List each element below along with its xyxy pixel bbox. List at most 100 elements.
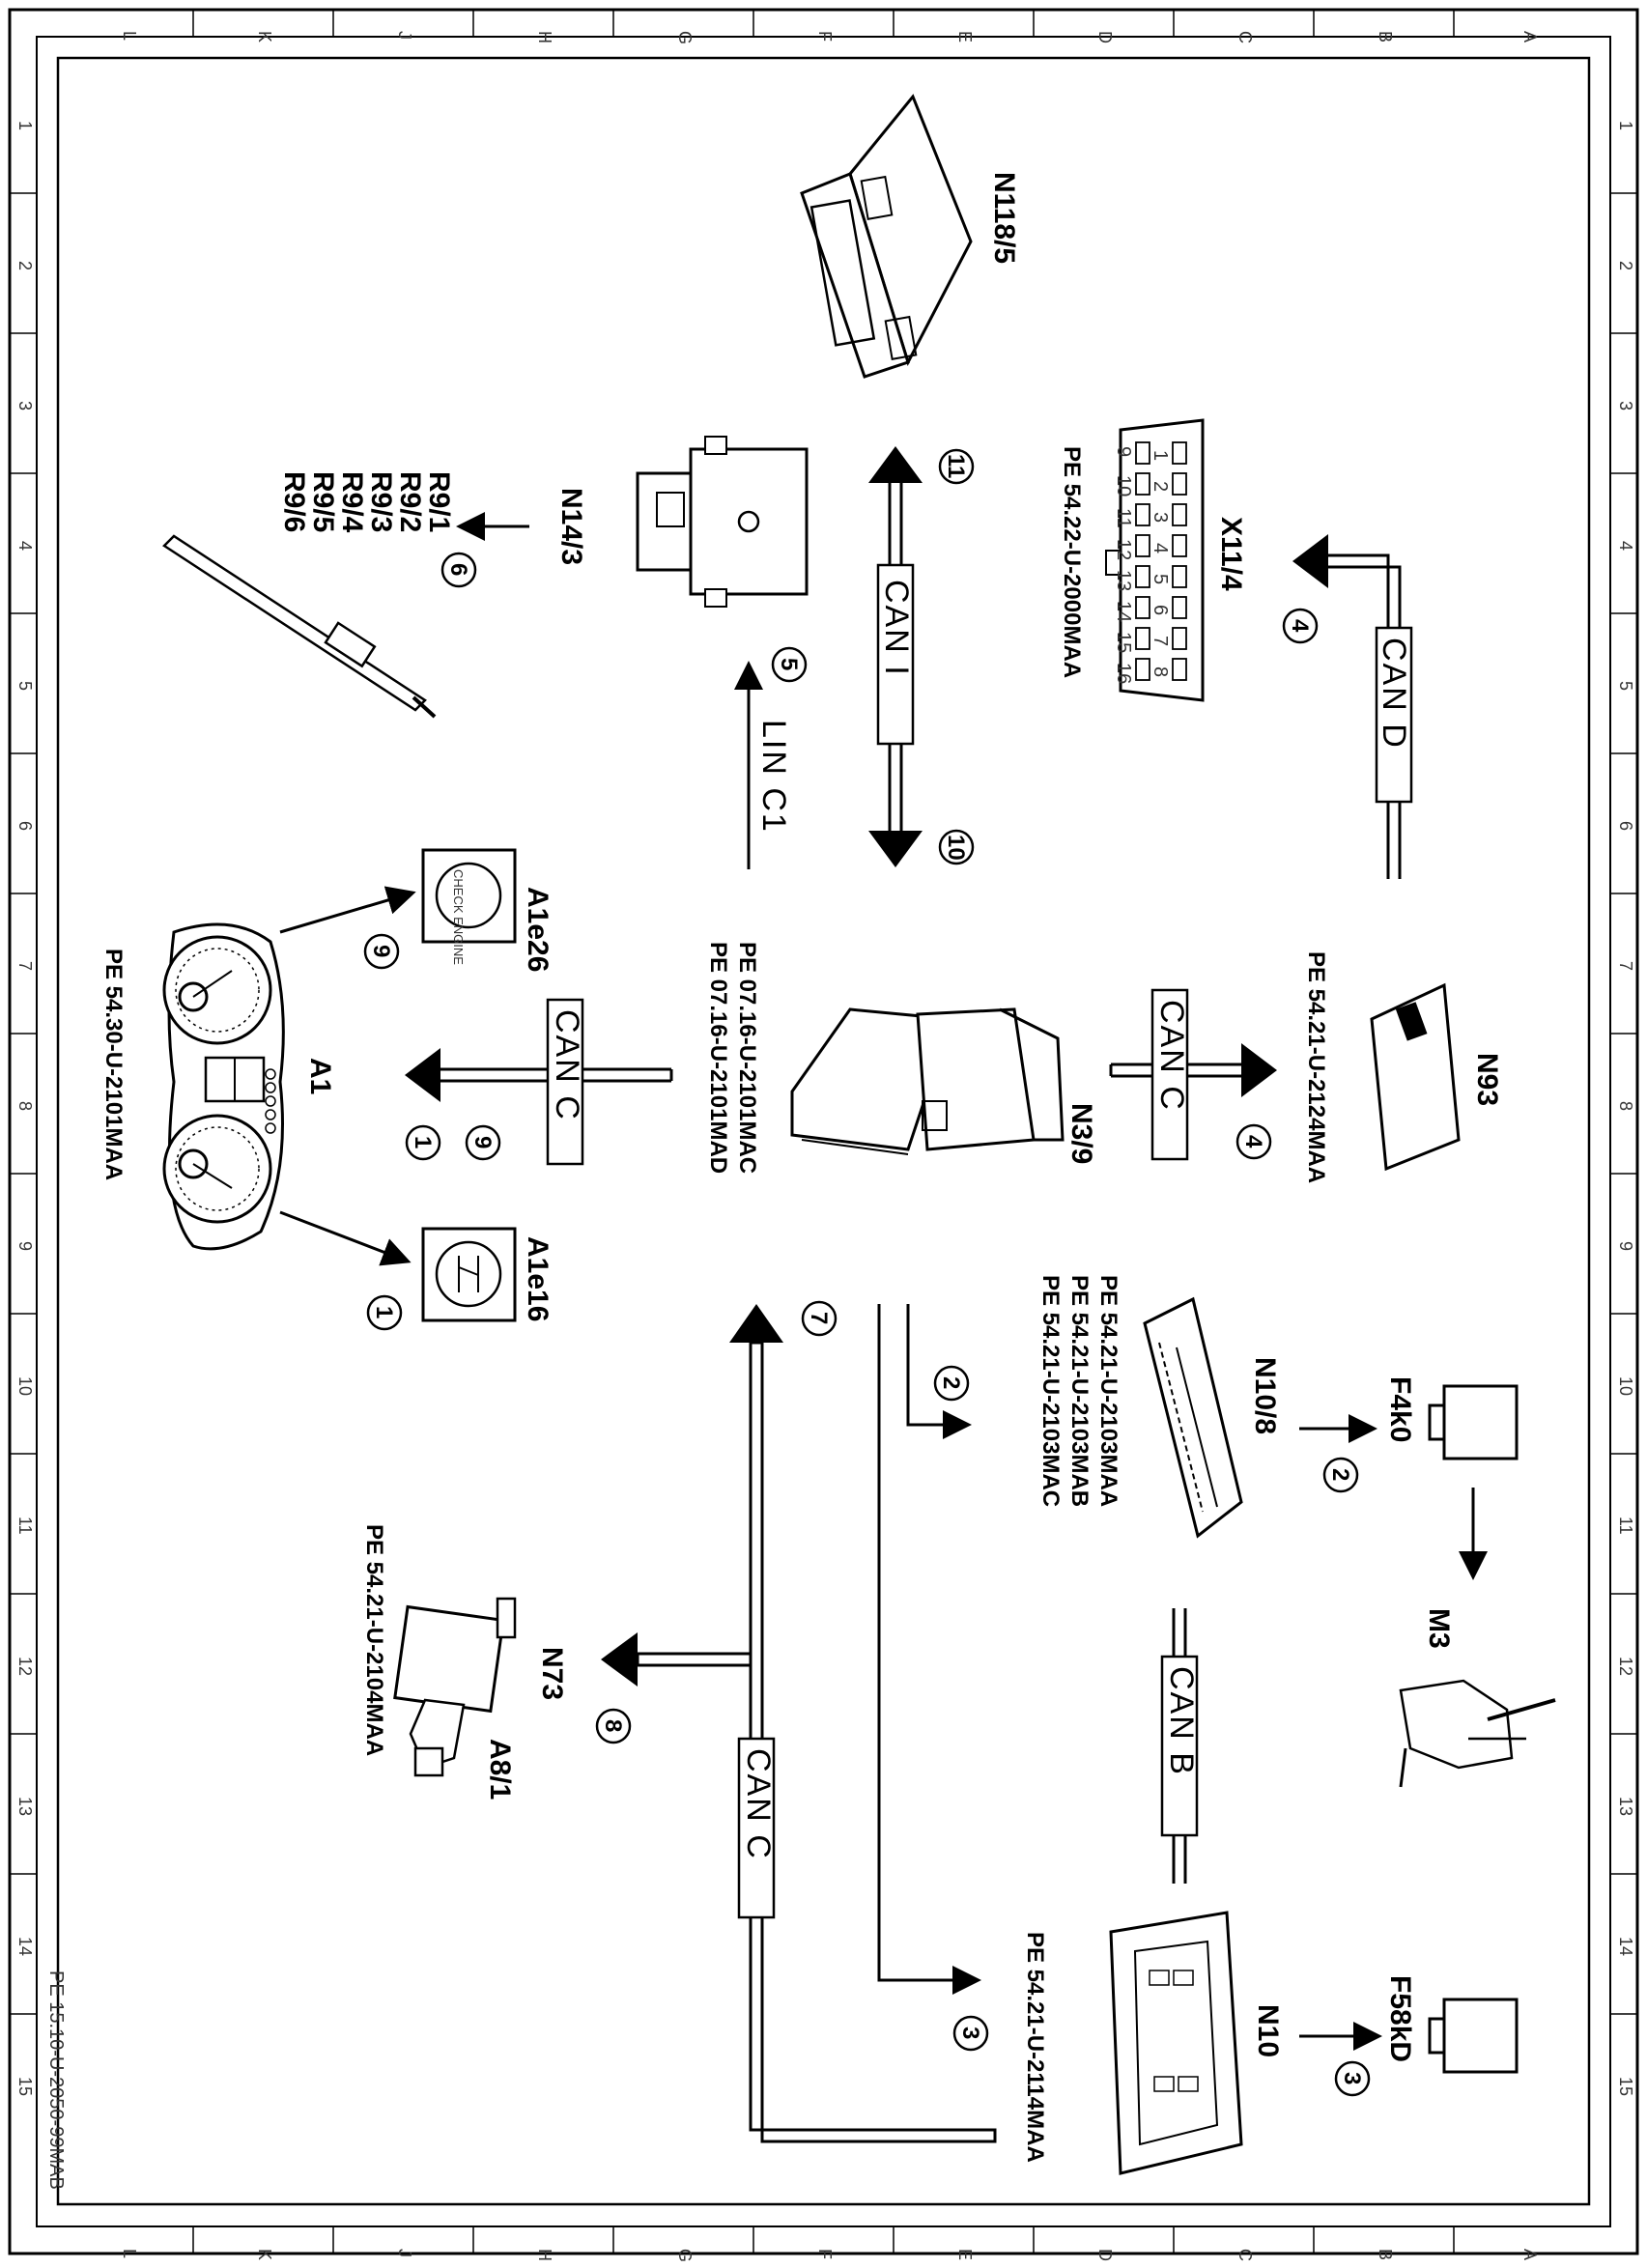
callout-circle — [1334, 2060, 1371, 2097]
n3-9-reference-b: PE 07.16-U-2101MAD — [705, 942, 731, 1174]
grid-number: 10 — [1616, 1376, 1635, 1396]
callout-number: 1 — [410, 1136, 436, 1148]
pin-number: 14 — [1113, 601, 1134, 622]
grid-letter: K — [255, 2249, 274, 2260]
callout-number: 7 — [806, 1312, 832, 1324]
grid-number: 12 — [1616, 1657, 1635, 1676]
x11-4-pin-numbers: 1 2 3 4 5 6 7 8 9 10 11 12 13 14 15 16 — [1113, 446, 1171, 684]
r9-glow-plug — [162, 534, 437, 719]
n14-3-label: N14/3 — [555, 488, 587, 565]
f4k0-label: F4k0 — [1384, 1376, 1416, 1442]
r9-2-label: R9/2 — [394, 471, 426, 532]
grid-letter: A — [1520, 31, 1540, 43]
grid-number: 5 — [1616, 681, 1635, 691]
pin-number: 5 — [1150, 574, 1171, 584]
pin-number: 3 — [1150, 512, 1171, 523]
grid-number: 7 — [1616, 961, 1635, 971]
grid-letter: D — [1095, 2249, 1115, 2261]
grid-letters-top: L K J H G F E D C B A — [120, 31, 1540, 44]
can-c-bottom-bus — [601, 1304, 997, 2143]
callout-number: 1 — [371, 1306, 397, 1318]
pin-number: 8 — [1150, 666, 1171, 677]
check-engine-text: CHECK ENGINE — [451, 869, 466, 965]
n73-reference: PE 54.21-U-2104MAA — [361, 1524, 387, 1756]
r9-3-label: R9/3 — [365, 471, 397, 532]
a1e26-label: A1e26 — [522, 887, 554, 972]
grid-letter: H — [535, 2249, 554, 2261]
can-d-bus — [1292, 534, 1413, 879]
callout-circle — [933, 1365, 970, 1402]
n10-8-reference-b: PE 54.21-U-2103MAB — [1066, 1275, 1093, 1507]
grid-number: 3 — [15, 401, 35, 411]
callout-circle — [440, 552, 477, 588]
pin-number: 13 — [1113, 570, 1134, 591]
grid-number: 5 — [15, 681, 35, 691]
callout-circle — [363, 933, 400, 970]
n10-branch-line — [877, 1304, 966, 1982]
can-d-label: CAN D — [1376, 638, 1412, 750]
r9-5-label: R9/5 — [307, 471, 339, 532]
f58kd-label: F58kD — [1384, 1975, 1416, 2062]
grid-number: 2 — [15, 261, 35, 270]
callout-number: 3 — [1339, 2072, 1365, 2084]
callout-circle — [1282, 608, 1319, 644]
n73-ignition-switch — [393, 1597, 517, 1777]
pin-number: 9 — [1113, 446, 1134, 457]
can-c-left-bus — [405, 998, 673, 1166]
can-c-top-label: CAN C — [1153, 1000, 1190, 1112]
grid-letters-bottom: L K J H G F E D C B A — [120, 2249, 1540, 2262]
n3-9-label: N3/9 — [1065, 1103, 1097, 1164]
callout-number: 6 — [445, 563, 471, 576]
grid-number: 8 — [1616, 1101, 1635, 1111]
x11-4-label: X11/4 — [1215, 517, 1247, 591]
grid-letter: L — [120, 31, 139, 41]
grid-number: 11 — [15, 1517, 35, 1535]
pin-number: 16 — [1113, 663, 1134, 684]
n10-8-reference-a: PE 54.21-U-2103MAA — [1095, 1275, 1122, 1507]
can-c-top-bus — [1109, 988, 1277, 1161]
grid-letter: C — [1235, 31, 1255, 43]
grid-number: 1 — [15, 121, 35, 130]
grid-letter: K — [255, 31, 274, 43]
callout-circle — [366, 1294, 403, 1331]
n93-label: N93 — [1471, 1053, 1503, 1106]
callout-number: 9 — [469, 1136, 496, 1148]
grid-number: 7 — [15, 961, 35, 971]
can-b-bus — [1160, 1608, 1199, 1884]
grid-letter: E — [955, 31, 975, 43]
pin-number: 10 — [1113, 475, 1134, 496]
n14-3-module — [636, 436, 809, 608]
callout-circle — [771, 646, 808, 683]
a1e26-lamp — [421, 848, 517, 944]
n10-label: N10 — [1252, 2004, 1284, 2057]
pin-number: 1 — [1150, 450, 1171, 461]
grid-number: 15 — [1616, 2077, 1635, 2096]
grid-letter: A — [1520, 2249, 1540, 2260]
x11-4-connector — [1105, 418, 1205, 702]
document-reference: PE 15.10-U-2050-99MAB — [45, 1970, 67, 2190]
grid-letter: C — [1235, 2249, 1255, 2261]
m3-fuel-pump — [1399, 1679, 1556, 1788]
r9-1-label: R9/1 — [423, 471, 455, 532]
pin-number: 11 — [1113, 508, 1134, 528]
grid-number: 13 — [1616, 1797, 1635, 1816]
callout-number: 2 — [938, 1376, 964, 1389]
grid-number: 6 — [15, 821, 35, 831]
callout-circle — [801, 1300, 838, 1337]
a1-instrument-cluster — [162, 922, 285, 1251]
n93-module — [1370, 982, 1461, 1172]
n10-reference: PE 54.21-U-2114MAA — [1022, 1932, 1048, 2163]
can-b-label: CAN B — [1163, 1666, 1200, 1776]
callout-number: 9 — [368, 945, 394, 957]
callout-circle — [1322, 1457, 1359, 1493]
grid-number: 1 — [1616, 121, 1635, 130]
grid-number: 14 — [1616, 1937, 1635, 1956]
n3-9-reference-a: PE 07.16-U-2101MAC — [734, 942, 760, 1174]
drawing-frame — [8, 8, 1639, 2255]
n118-5-label: N118/5 — [988, 172, 1020, 264]
n3-9-ecu — [790, 1007, 1065, 1155]
grid-letter: F — [815, 2249, 835, 2259]
n118-5-module — [800, 94, 973, 379]
